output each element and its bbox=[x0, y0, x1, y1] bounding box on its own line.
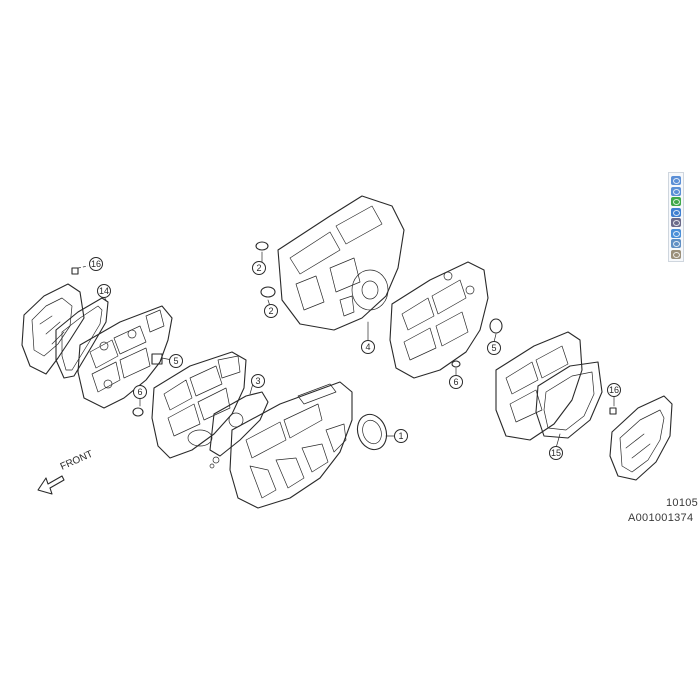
crankcase-block bbox=[229, 381, 353, 509]
print-icon[interactable] bbox=[671, 239, 681, 248]
svg-text:14: 14 bbox=[99, 286, 109, 296]
svg-text:15: 15 bbox=[551, 448, 561, 458]
upper-engine-block bbox=[277, 195, 405, 331]
callout-16-right[interactable]: 16 bbox=[607, 383, 621, 397]
callout-6-right[interactable]: 6 bbox=[449, 375, 463, 389]
callout-2-lower[interactable]: 2 bbox=[264, 304, 278, 318]
zoom-out-icon[interactable] bbox=[671, 186, 681, 196]
right-cylinder-head bbox=[389, 261, 489, 379]
svg-text:1: 1 bbox=[398, 431, 403, 441]
svg-text:5: 5 bbox=[173, 356, 178, 366]
right-cover-gasket bbox=[535, 361, 603, 439]
gasket-2-upper bbox=[255, 241, 276, 298]
callout-14[interactable]: 14 bbox=[97, 284, 111, 298]
right-head-assembly bbox=[495, 331, 583, 441]
highlight-icon[interactable] bbox=[671, 207, 681, 217]
illustration-code: A001001374 bbox=[628, 512, 694, 524]
svg-text:5: 5 bbox=[491, 343, 496, 353]
block-gasket bbox=[209, 391, 269, 469]
svg-text:3: 3 bbox=[255, 376, 260, 386]
right-rocker-cover bbox=[609, 395, 673, 481]
reset-view-icon[interactable] bbox=[671, 228, 681, 238]
settings-icon[interactable] bbox=[671, 249, 681, 259]
leader-lines bbox=[77, 251, 615, 449]
callout-4[interactable]: 4 bbox=[361, 340, 375, 354]
front-label: FRONT bbox=[59, 449, 95, 473]
callout-6-left[interactable]: 6 bbox=[133, 385, 147, 399]
svg-text:16: 16 bbox=[91, 259, 101, 269]
front-direction-arrow: FRONT bbox=[37, 449, 95, 495]
svg-text:6: 6 bbox=[453, 377, 458, 387]
pan-icon[interactable] bbox=[671, 218, 681, 227]
left-block-half bbox=[151, 351, 247, 459]
callout-1[interactable]: 1 bbox=[394, 429, 408, 443]
svg-text:4: 4 bbox=[365, 342, 370, 352]
svg-text:2: 2 bbox=[268, 306, 273, 316]
left-rocker-cover bbox=[21, 283, 85, 375]
figure-number: 10105 bbox=[666, 497, 699, 509]
callout-5-left[interactable]: 5 bbox=[169, 354, 183, 368]
svg-text:16: 16 bbox=[609, 385, 619, 395]
zoom-in-icon[interactable] bbox=[671, 176, 681, 185]
svg-text:6: 6 bbox=[137, 387, 142, 397]
seal-parts bbox=[71, 267, 617, 417]
crankshaft-oil-seal bbox=[356, 413, 388, 451]
callout-2-upper[interactable]: 2 bbox=[252, 261, 266, 275]
callout-16-left[interactable]: 16 bbox=[89, 257, 103, 271]
left-cylinder-head bbox=[77, 305, 173, 409]
viewer-toolbar bbox=[668, 172, 684, 262]
callout-5-right[interactable]: 5 bbox=[487, 341, 501, 355]
callout-3[interactable]: 3 bbox=[251, 374, 265, 388]
callout-15[interactable]: 15 bbox=[549, 446, 563, 460]
fit-to-screen-icon[interactable] bbox=[671, 197, 681, 206]
svg-text:2: 2 bbox=[256, 263, 261, 273]
